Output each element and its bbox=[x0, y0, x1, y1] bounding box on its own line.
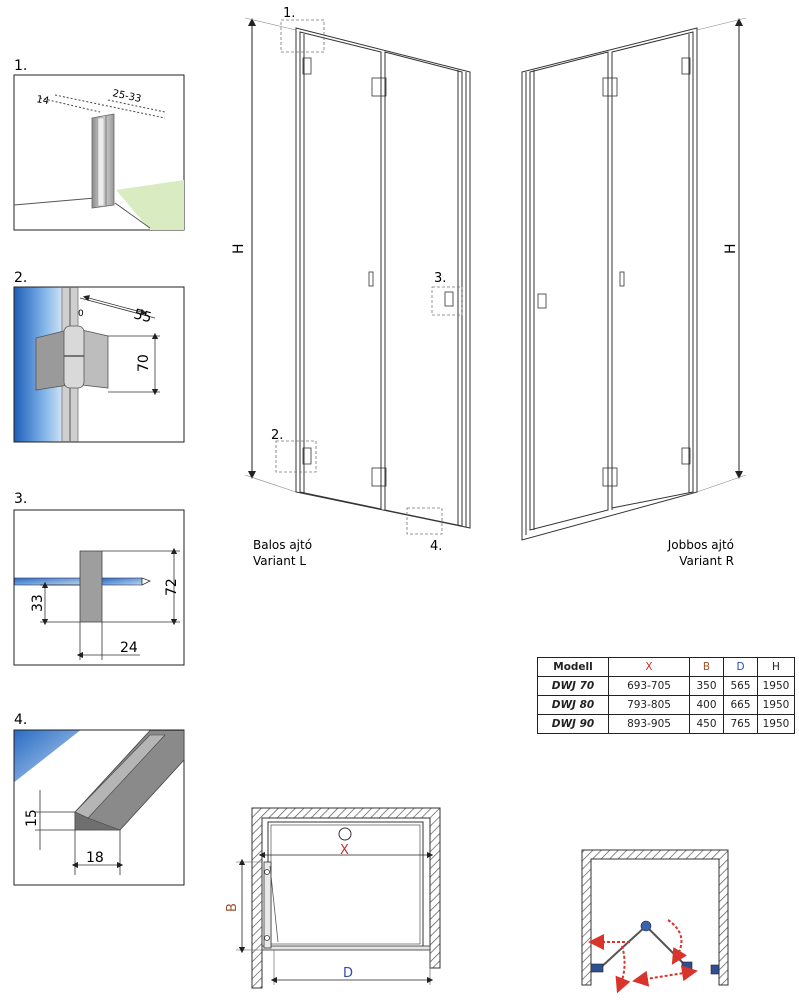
table-cell-model: DWJ 90 bbox=[537, 714, 609, 734]
detail-4-dim-b: 18 bbox=[86, 850, 104, 866]
detail-3-box bbox=[13, 509, 185, 666]
detail-2-small: 0 bbox=[78, 309, 84, 319]
opening-diagram bbox=[581, 849, 729, 994]
table-row: DWJ 70 693-705 350 565 1950 bbox=[537, 676, 795, 696]
table-header-h: H bbox=[757, 657, 795, 677]
table-cell-b: 400 bbox=[689, 695, 724, 715]
detail-3-dim-b: 33 bbox=[30, 594, 46, 612]
left-height-label: H bbox=[231, 243, 247, 254]
table-cell-x: 793-805 bbox=[608, 695, 690, 715]
table-header-model: Modell bbox=[537, 657, 609, 677]
table-row: DWJ 90 893-905 450 765 1950 bbox=[537, 714, 795, 734]
detail-4-box bbox=[13, 729, 185, 886]
left-door-callouts bbox=[275, 19, 463, 535]
table-cell-d: 665 bbox=[723, 695, 758, 715]
left-callout-1: 1. bbox=[283, 6, 295, 21]
detail-2-dim-a: 55 bbox=[132, 306, 153, 326]
detail-1-box bbox=[13, 74, 185, 231]
left-caption-2: Variant L bbox=[253, 554, 306, 568]
plan-x-label: X bbox=[340, 843, 349, 858]
table-cell-model: DWJ 70 bbox=[537, 676, 609, 696]
table-row: DWJ 80 793-805 400 665 1950 bbox=[537, 695, 795, 715]
right-caption-1: Jobbos ajtó bbox=[667, 538, 734, 552]
left-caption-1: Balos ajtó bbox=[253, 538, 312, 552]
table-header-b: B bbox=[689, 657, 724, 677]
table-cell-d: 765 bbox=[723, 714, 758, 734]
detail-3-label: 3. bbox=[14, 491, 27, 507]
detail-2-box bbox=[13, 286, 185, 443]
detail-4-label: 4. bbox=[14, 712, 27, 728]
plan-b-label: B bbox=[225, 903, 240, 912]
plan-d-label: D bbox=[343, 966, 353, 981]
detail-4-dim-a: 15 bbox=[24, 809, 40, 827]
table-cell-d: 565 bbox=[723, 676, 758, 696]
table-header-x: X bbox=[608, 657, 690, 677]
left-callout-2: 2. bbox=[271, 428, 283, 443]
detail-1-label: 1. bbox=[14, 58, 27, 74]
table-cell-b: 450 bbox=[689, 714, 724, 734]
left-callout-4: 4. bbox=[430, 539, 442, 554]
table-header-row: Modell X B D H bbox=[537, 657, 795, 677]
model-dimension-table: Modell X B D H DWJ 70 693-705 350 565 19… bbox=[537, 657, 795, 734]
right-caption-2: Variant R bbox=[679, 554, 734, 568]
floor-plan bbox=[236, 807, 441, 989]
detail-2-dim-b: 70 bbox=[136, 354, 152, 372]
right-height-label: H bbox=[723, 243, 739, 254]
left-door-elevation bbox=[244, 17, 471, 529]
table-cell-h: 1950 bbox=[757, 714, 795, 734]
table-cell-h: 1950 bbox=[757, 695, 795, 715]
table-cell-x: 893-905 bbox=[608, 714, 690, 734]
detail-1-dim-a: 14 bbox=[35, 94, 49, 107]
right-door-elevation bbox=[521, 17, 747, 541]
left-callout-3: 3. bbox=[434, 271, 446, 286]
table-cell-h: 1950 bbox=[757, 676, 795, 696]
detail-3-dim-c: 24 bbox=[120, 640, 138, 656]
detail-3-dim-a: 72 bbox=[164, 578, 180, 596]
table-cell-model: DWJ 80 bbox=[537, 695, 609, 715]
detail-2-label: 2. bbox=[14, 270, 27, 286]
table-header-d: D bbox=[723, 657, 758, 677]
table-cell-b: 350 bbox=[689, 676, 724, 696]
table-cell-x: 693-705 bbox=[608, 676, 690, 696]
